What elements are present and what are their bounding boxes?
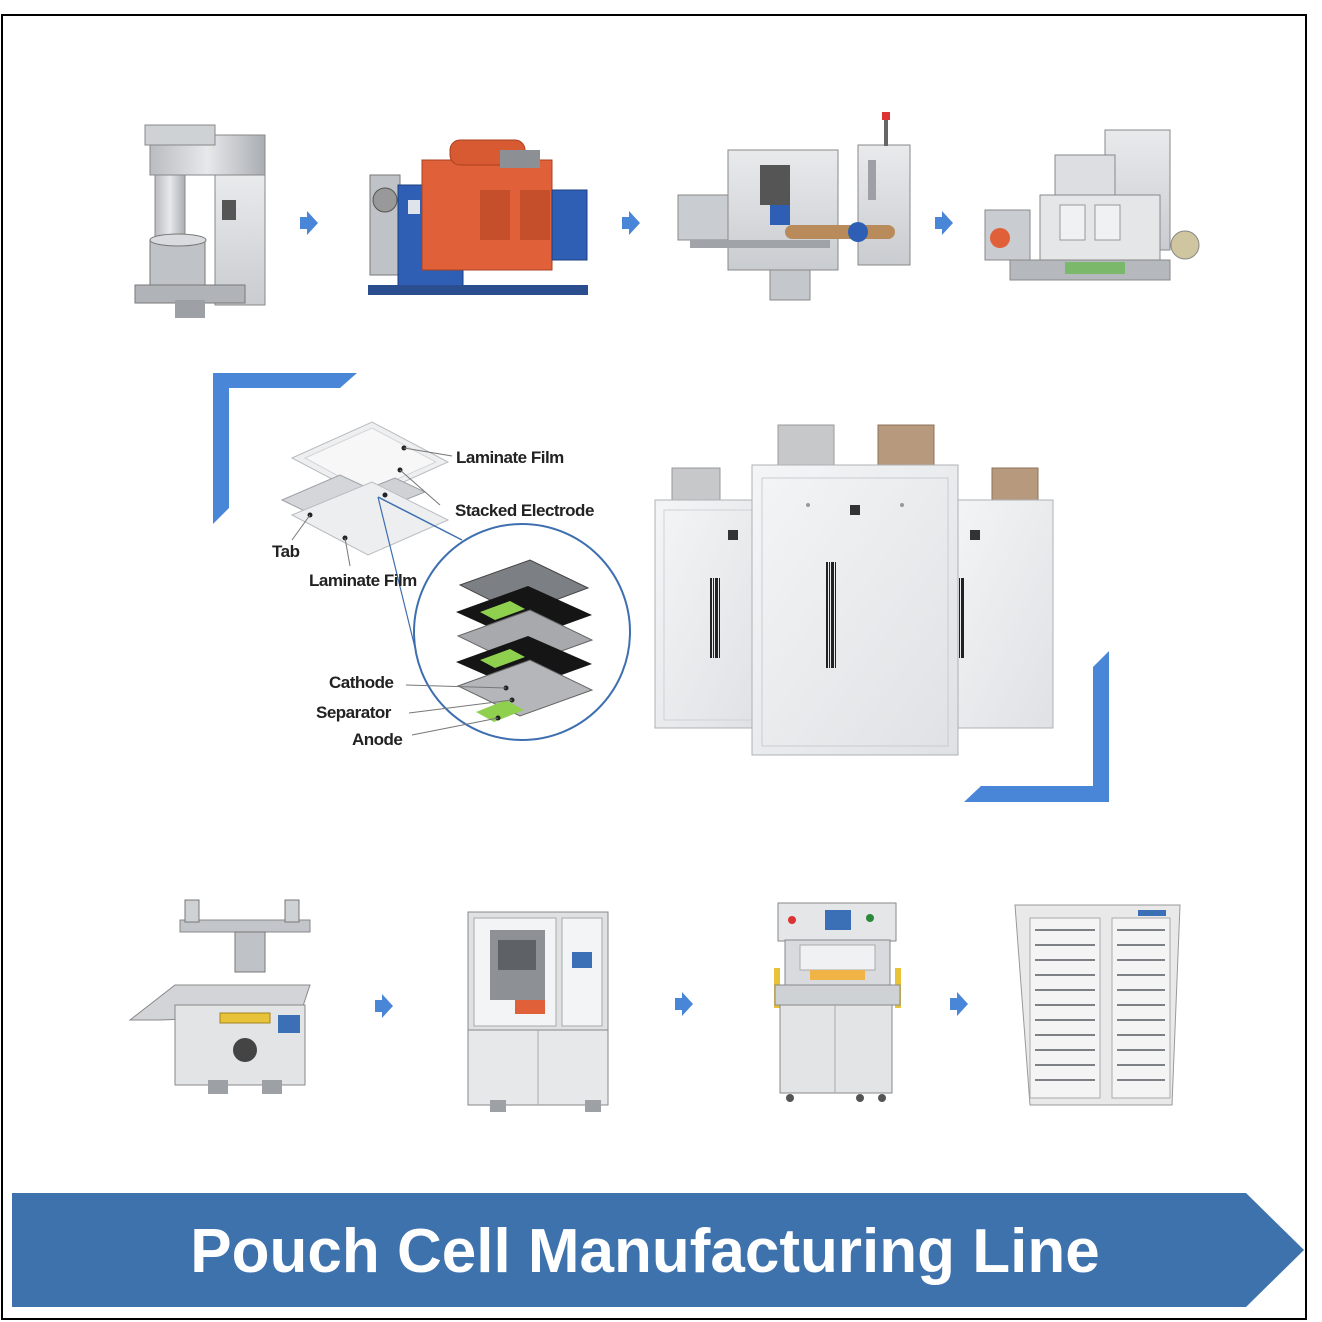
stacking-machine [467, 911, 609, 1112]
pouch-exploded-diagram: Laminate Film Stacked Electrode Tab Lami… [272, 421, 631, 749]
arrow-right-icon [935, 211, 953, 235]
die-cutting-machine [128, 899, 311, 1094]
coating-machine [368, 139, 588, 295]
hot-press-machine [774, 902, 901, 1102]
arrow-right-icon [950, 992, 968, 1016]
formation-cabinet [1014, 904, 1181, 1106]
arrow-right-icon [622, 211, 640, 235]
label-laminate-film-bottom: Laminate Film [309, 571, 417, 590]
label-anode: Anode [352, 730, 402, 749]
label-cathode: Cathode [329, 673, 394, 692]
label-tab: Tab [272, 542, 300, 561]
pouch-cells-image [654, 424, 1054, 756]
roll-press-machine [677, 112, 911, 301]
slitting-machine [984, 129, 1200, 281]
page-title: Pouch Cell Manufacturing Line [190, 1217, 1099, 1286]
corner-bracket-bottom-right [964, 651, 1109, 802]
arrow-right-icon [675, 992, 693, 1016]
label-stacked-electrode: Stacked Electrode [455, 501, 594, 520]
arrow-right-icon [375, 994, 393, 1018]
title-banner: Pouch Cell Manufacturing Line [12, 1193, 1304, 1307]
electrode-layers [456, 559, 594, 722]
formation-channels [1035, 929, 1165, 1081]
label-separator: Separator [316, 703, 392, 722]
mixer-machine [134, 124, 266, 318]
corner-bracket-top-left [213, 373, 357, 524]
label-laminate-film-top: Laminate Film [456, 448, 564, 467]
arrow-right-icon [300, 211, 318, 235]
